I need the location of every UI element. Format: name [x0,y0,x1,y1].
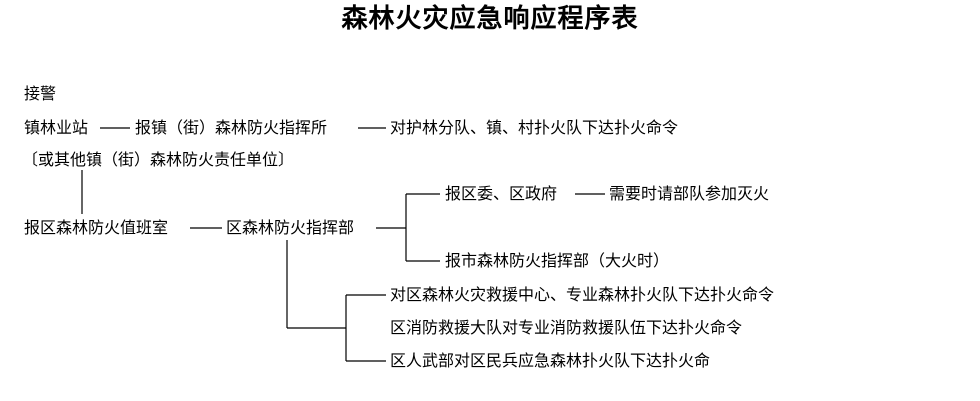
lower-order-item: 区消防救援大队对专业消防救援队伍下达扑火命令 [390,318,743,337]
lower-order-item: 对区森林火灾救援中心、专业森林扑火队下达扑火命令 [390,285,775,304]
troops-support-node: 需要时请部队参加灭火 [609,184,770,203]
district-fire-hq-node: 区森林防火指挥部 [226,218,355,237]
other-responsible-units-node: 〔或其他镇（街）森林防火责任单位〕 [22,150,295,169]
lower-order-item: 区人武部对区民兵应急森林扑火队下达扑火命 [390,351,711,370]
page-title: 森林火灾应急响应程序表 [341,4,639,34]
district-duty-room-node: 报区森林防火值班室 [24,218,169,237]
town-forestry-station-node: 镇林业站 [24,118,89,137]
receive-alarm-label: 接警 [24,84,57,103]
town-fire-order-node: 对护林分队、镇、村扑火队下达扑火命令 [390,118,679,137]
town-fire-command-node: 报镇（街）森林防火指挥所 [135,118,328,137]
district-committee-node: 报区委、区政府 [445,184,558,203]
city-fire-hq-node: 报市森林防火指挥部（大火时） [445,251,670,270]
